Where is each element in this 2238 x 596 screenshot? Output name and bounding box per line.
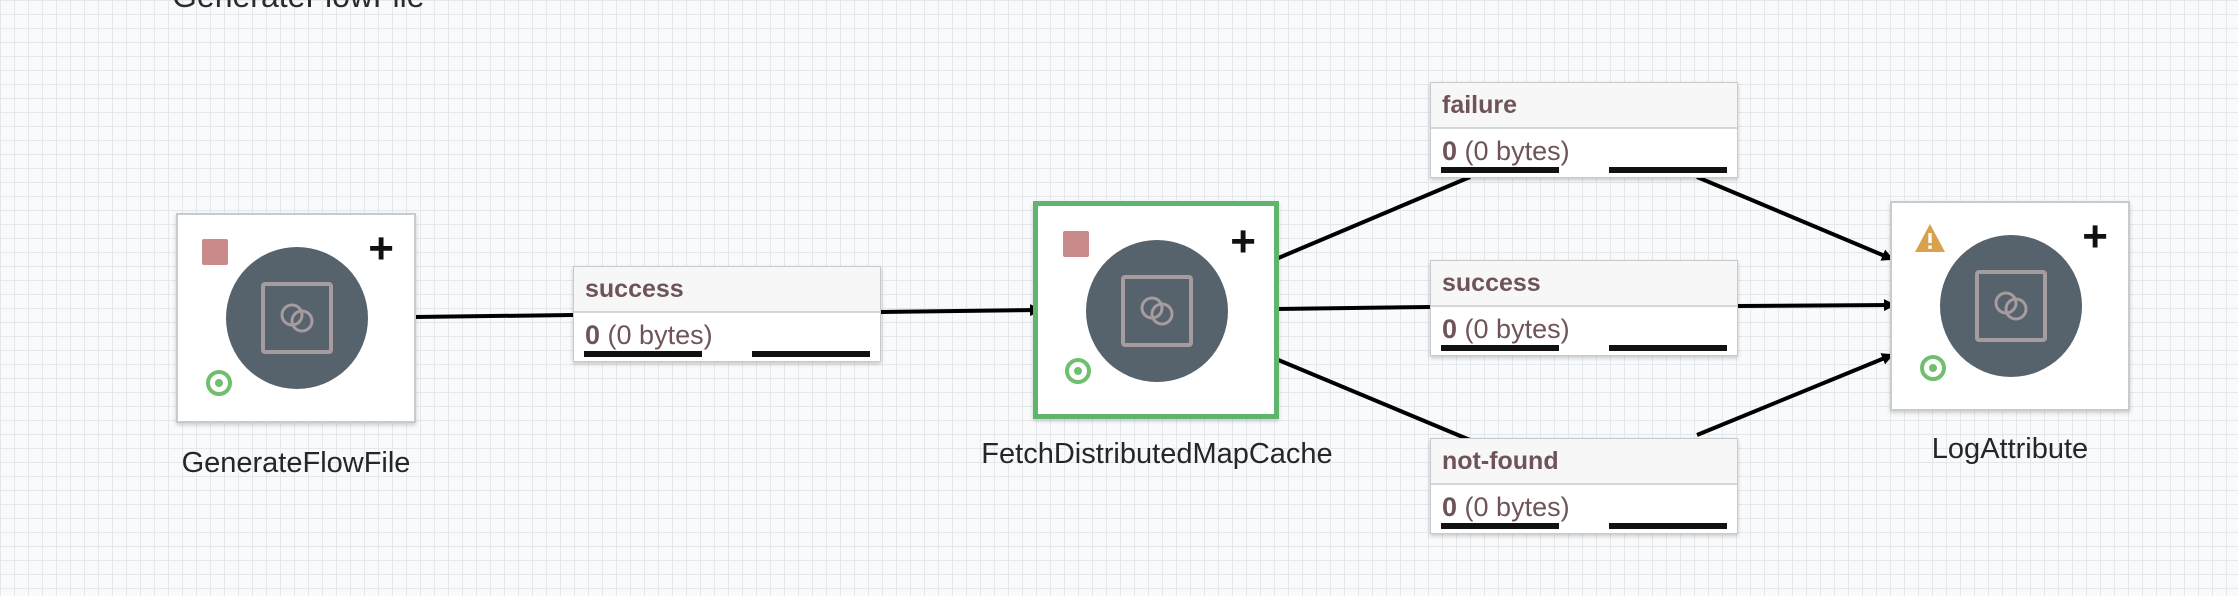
connection-label-failure[interactable]: failure 0 (0 bytes) (1430, 82, 1738, 178)
edge-fetch-failure[interactable] (1275, 175, 1471, 261)
queue-bar-size (752, 351, 870, 357)
processor-icon (1940, 235, 2082, 377)
transmission-icon (206, 370, 232, 396)
queue-bar-count (1441, 523, 1559, 529)
add-icon[interactable]: + (1230, 217, 1256, 266)
transmission-icon (1065, 358, 1091, 384)
processor-name-generate: GenerateFlowFile (181, 447, 411, 479)
queue-stats: 0 (0 bytes) (1431, 307, 1737, 351)
processor-name-log: LogAttribute (1931, 433, 2089, 465)
linked-rings-icon (1140, 296, 1174, 326)
queue-bar-count (1441, 167, 1559, 173)
processor-icon (1086, 240, 1228, 382)
queue-bar-size (1609, 167, 1727, 173)
relationship-name: not-found (1431, 439, 1737, 485)
linked-rings-icon (1994, 291, 2028, 321)
edge-success-fetch[interactable] (879, 304, 1042, 317)
edge-generate-success[interactable] (413, 313, 574, 319)
queued-count: 0 (1442, 492, 1458, 522)
connection-label-not-found[interactable]: not-found 0 (0 bytes) (1430, 438, 1738, 534)
queued-size: (0 bytes) (1464, 492, 1570, 522)
queue-stats: 0 (0 bytes) (1431, 129, 1737, 173)
connection-label-success-2[interactable]: success 0 (0 bytes) (1430, 260, 1738, 356)
edge-failure-log[interactable] (1696, 175, 1894, 261)
edge-notfound-log[interactable] (1696, 353, 1894, 437)
queue-bar-size (1609, 345, 1727, 351)
stopped-icon (1063, 231, 1089, 257)
queue-bar-size (1609, 523, 1727, 529)
processor-fetch-distributed-map-cache[interactable]: + (1033, 201, 1279, 419)
queued-size: (0 bytes) (1464, 314, 1570, 344)
queued-size: (0 bytes) (607, 320, 713, 350)
queue-bar-count (1441, 345, 1559, 351)
relationship-name: failure (1431, 83, 1737, 129)
queued-count: 0 (585, 320, 601, 350)
stopped-icon (202, 239, 228, 265)
processor-name-fetch: FetchDistributedMapCache (981, 438, 1333, 470)
add-icon[interactable]: + (368, 224, 394, 273)
linked-rings-icon (280, 303, 314, 333)
add-icon[interactable]: + (2082, 212, 2108, 261)
queued-count: 0 (1442, 136, 1458, 166)
relationship-name: success (574, 267, 880, 313)
queue-stats: 0 (0 bytes) (1431, 485, 1737, 529)
processor-icon (226, 247, 368, 389)
warning-icon (1915, 224, 1945, 252)
edge-success2-log[interactable] (1736, 299, 1896, 312)
processor-generate-flowfile[interactable]: + (176, 213, 416, 423)
edge-fetch-notfound[interactable] (1275, 357, 1471, 442)
transmission-icon (1920, 355, 1946, 381)
queue-stats: 0 (0 bytes) (574, 313, 880, 357)
edge-fetch-success2[interactable] (1275, 305, 1431, 311)
connection-label-success[interactable]: success 0 (0 bytes) (573, 266, 881, 362)
queued-count: 0 (1442, 314, 1458, 344)
partial-processor-label: GenerateFlowFile (172, 0, 425, 15)
relationship-name: success (1431, 261, 1737, 307)
queue-bar-count (584, 351, 702, 357)
queued-size: (0 bytes) (1464, 136, 1570, 166)
processor-log-attribute[interactable]: + (1890, 201, 2130, 411)
